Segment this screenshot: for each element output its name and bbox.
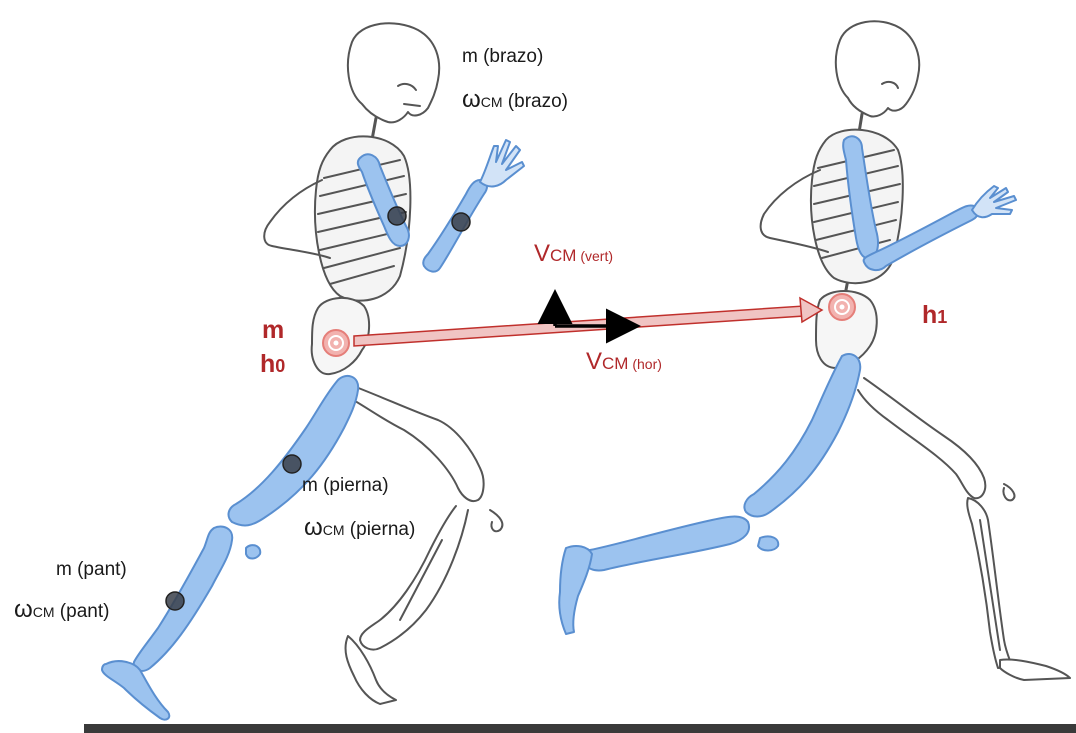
thigh-omega-label: ωCM (pierna)	[304, 516, 415, 540]
shank-omega-label: ωCM (pant)	[14, 598, 109, 622]
cm-start-h-sub: 0	[275, 356, 285, 376]
hand-right	[972, 186, 1016, 217]
foot-right	[559, 546, 592, 634]
cm-trajectory-arrow	[354, 298, 822, 346]
segment-cm-dot-icon	[388, 207, 406, 225]
arm-mass-text: m (brazo)	[462, 46, 543, 67]
thigh-mass-text: m (pierna)	[302, 475, 389, 496]
back-thigh-right	[858, 378, 985, 498]
hand-left	[480, 140, 524, 186]
cm-end-height-label: h1	[922, 303, 947, 328]
v-sub: CM	[602, 354, 628, 373]
omega-rest: (pant)	[55, 601, 110, 622]
shank-mass-text: m (pant)	[56, 559, 127, 580]
skeleton-right	[761, 21, 1070, 680]
omega-symbol: ω	[462, 86, 481, 113]
thigh-mass-label: m (pierna)	[302, 476, 389, 495]
cm-start-height-label: h0	[260, 352, 285, 377]
thigh-left	[229, 376, 359, 526]
v-sub: CM	[550, 246, 576, 265]
cm-start-mass-label: m	[262, 318, 284, 343]
omega-sub: CM	[33, 604, 55, 620]
cm-start-h: h	[260, 350, 275, 378]
omega-symbol: ω	[304, 514, 323, 541]
segment-cm-dot-icon	[283, 455, 301, 473]
segment-cm-dot-icon	[166, 592, 184, 610]
v-hor-label: VCM (hor)	[586, 350, 662, 374]
cm-end-h: h	[922, 301, 937, 329]
omega-sub: CM	[323, 522, 345, 538]
v-symbol: V	[586, 348, 602, 375]
kneecap-left	[246, 545, 260, 558]
ground-line	[84, 724, 1076, 733]
kneecap-right	[758, 536, 778, 550]
skull-left	[348, 23, 439, 122]
v-rest: (hor)	[628, 356, 661, 372]
arm-omega-label: ωCM (brazo)	[462, 88, 568, 112]
cm-start-m: m	[262, 316, 284, 344]
omega-sub: CM	[481, 94, 503, 110]
cm-end-h-sub: 1	[937, 307, 947, 327]
v-rest: (vert)	[576, 248, 613, 264]
shank-right	[583, 517, 749, 571]
cm-marker-icon	[829, 294, 855, 320]
foot-left	[102, 661, 169, 719]
omega-rest: (pierna)	[345, 519, 416, 540]
v-vert-label: VCM (vert)	[534, 242, 613, 266]
thigh-right	[744, 354, 860, 517]
skeleton-left	[264, 23, 502, 704]
omega-symbol: ω	[14, 596, 33, 623]
skull-right	[836, 21, 919, 116]
omega-rest: (brazo)	[503, 91, 568, 112]
back-foot-right	[1000, 659, 1070, 680]
shank-mass-label: m (pant)	[56, 560, 127, 579]
segments-right	[559, 136, 1016, 634]
v-symbol: V	[534, 240, 550, 267]
segment-cm-dot-icon	[452, 213, 470, 231]
arm-mass-label: m (brazo)	[462, 47, 543, 66]
cm-marker-icon	[323, 330, 349, 356]
